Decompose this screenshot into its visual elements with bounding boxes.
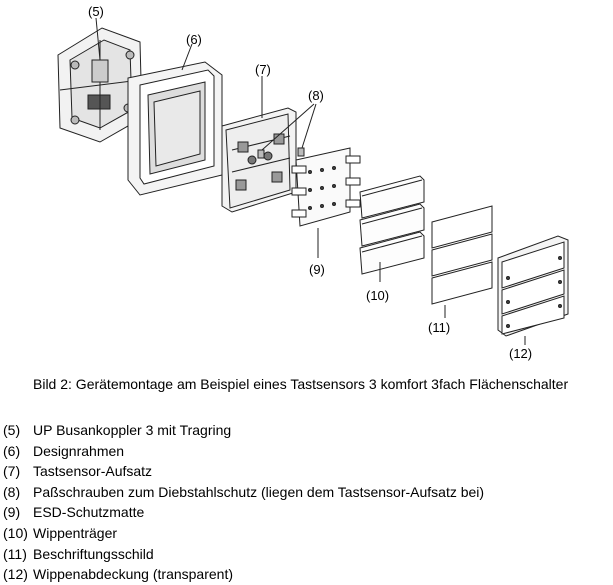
figure-caption: Bild 2: Gerätemontage am Beispiel eines … (33, 376, 569, 392)
legend-item: (11) Beschriftungsschild (3, 544, 484, 565)
design-frame-part (127, 61, 223, 196)
esd-mat-part (291, 147, 361, 258)
legend-item: (8) Paßschrauben zum Diebstahlschutz (lie… (3, 482, 484, 503)
legend-item: (9) ESD-Schutzmatte (3, 502, 484, 523)
fitting-screws-part (257, 103, 317, 159)
legend-text: Wippenabdeckung (transparent) (33, 566, 234, 583)
legend-number: (11) (3, 545, 27, 562)
callout-9: (9) (309, 262, 325, 277)
assembly-illustration: (5) (6) (7) (8) (9) (10) (11) (12) (57, 4, 569, 361)
legend-text: Tastsensor-Aufsatz (33, 463, 153, 480)
legend-text: Wippenträger (33, 524, 118, 541)
bus-coupler-part (57, 27, 143, 143)
label-field-part (431, 205, 493, 318)
touch-sensor-attachment-part (221, 107, 297, 213)
legend-text: UP Busankoppler 3 mit Tragring (33, 422, 232, 438)
legend-number: (6) (3, 442, 21, 459)
legend-number: (12) (3, 566, 28, 583)
callout-12: (12) (509, 346, 533, 361)
legend-text: Paßschrauben zum Diebstahlschutz (liegen… (33, 483, 485, 500)
legend-item: (12) Wippenabdeckung (transparent) (3, 564, 484, 585)
legend-number: (8) (3, 483, 21, 500)
legend-text: Designrahmen (33, 442, 125, 459)
legend-text: ESD-Schutzmatte (33, 504, 145, 521)
legend-number: (9) (3, 504, 21, 521)
legend-number: (7) (3, 463, 21, 480)
legend-item: (7) Tastsensor-Aufsatz (3, 461, 484, 482)
legend-text: Beschriftungsschild (33, 545, 154, 562)
rocker-cover-part (497, 235, 569, 345)
exploded-view-drawing (57, 17, 569, 345)
callout-8: (8) (308, 88, 324, 103)
parts-legend: (5) UP Busankoppler 3 mit Tragring (6) Des… (3, 420, 484, 585)
legend-item: (10) Wippenträger (3, 523, 484, 544)
legend-item: (6) Designrahmen (3, 441, 484, 462)
callout-6: (6) (186, 32, 202, 47)
callout-7: (7) (255, 62, 271, 77)
legend-item: (5) UP Busankoppler 3 mit Tragring (3, 420, 484, 441)
callout-5: (5) (88, 4, 104, 19)
legend-number: (10) (3, 524, 28, 541)
legend-number: (5) (3, 422, 21, 438)
callout-11: (11) (428, 320, 451, 335)
callout-10: (10) (366, 288, 390, 303)
rocker-carrier-part (359, 175, 425, 282)
